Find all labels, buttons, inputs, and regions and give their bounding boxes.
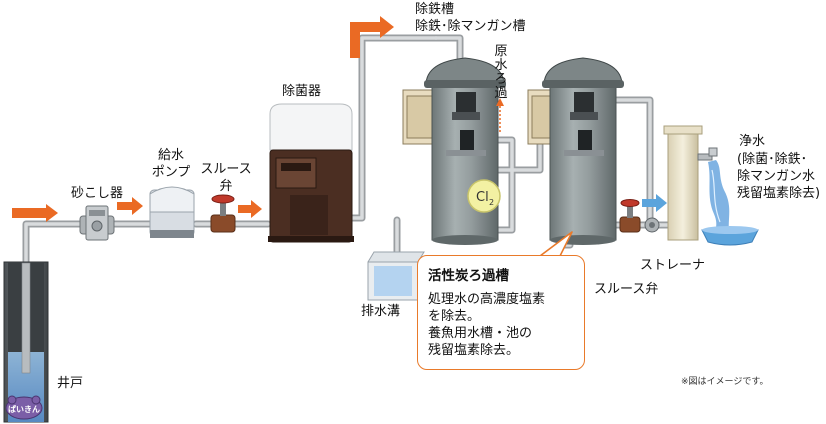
flow-arrow-icon: [642, 194, 667, 212]
flow-arrow-icon: [238, 200, 262, 218]
chlorine-symbol: Cl: [476, 190, 489, 205]
pump-label-line2: ポンプ: [151, 165, 191, 180]
water-stream: [708, 160, 730, 236]
sluice-valve-2-icon: [619, 199, 641, 233]
sluice-label-line1: スルース: [200, 162, 252, 177]
faucet-post: [663, 125, 718, 241]
water-basin: [701, 226, 759, 246]
feed-pump: [149, 186, 195, 238]
clean-water-line2: 除マンガン水: [737, 169, 816, 184]
flow-arrow-icon: [12, 204, 58, 222]
sand-strainer-label: 砂こし器: [71, 186, 124, 201]
iron-removal-tank: [402, 57, 506, 245]
flow-arrow-icon: [117, 197, 143, 215]
flow-arrows: [12, 16, 667, 222]
iron-tank-label-line2: 除鉄･除マンガン槽: [415, 19, 526, 34]
raw-filtration-arrow-icon: [496, 98, 504, 132]
strainer-icon: [644, 217, 660, 233]
chlorine-bubble: Cl 2: [467, 179, 501, 213]
clean-water-title: 浄水: [739, 134, 766, 149]
sterilizer-label: 除菌器: [282, 84, 322, 99]
callout-title: 活性炭ろ過槽: [428, 268, 509, 284]
raw-filtration-label: 原 水 ろ 過: [494, 44, 508, 102]
sluice-valve-label: スルース弁: [594, 282, 659, 297]
drain: [367, 251, 425, 301]
clean-water-line1: (除菌･除鉄･: [737, 152, 808, 167]
activated-carbon-callout: 活性炭ろ過槽 処理水の高濃度塩素 を除去。 養魚用水槽・池の 残留塩素除去。: [417, 255, 585, 370]
callout-body: 処理水の高濃度塩素 を除去。 養魚用水槽・池の 残留塩素除去。: [428, 292, 546, 358]
sluice-label-line2: 弁: [219, 179, 233, 194]
sterilizer: [268, 103, 354, 243]
pump-label-line1: 給水: [157, 148, 184, 163]
iron-tank-label-line1: 除鉄槽: [415, 2, 455, 17]
mascot-logo: ぱいきん: [5, 395, 43, 420]
well: [3, 261, 49, 423]
drain-label: 排水溝: [361, 304, 401, 319]
sluice-valve-icon: [210, 194, 236, 233]
well-label: 井戸: [57, 376, 84, 391]
activated-carbon-tank: [527, 57, 624, 245]
image-note: ※図はイメージです。: [681, 377, 769, 387]
mascot-text: ぱいきん: [8, 404, 40, 414]
clean-water-line3: 残留塩素除去): [737, 186, 821, 201]
flow-arrow-icon: [350, 16, 394, 58]
strainer-label: ストレーナ: [640, 258, 706, 273]
chlorine-subscript: 2: [489, 198, 494, 207]
sand-strainer: [79, 205, 115, 241]
